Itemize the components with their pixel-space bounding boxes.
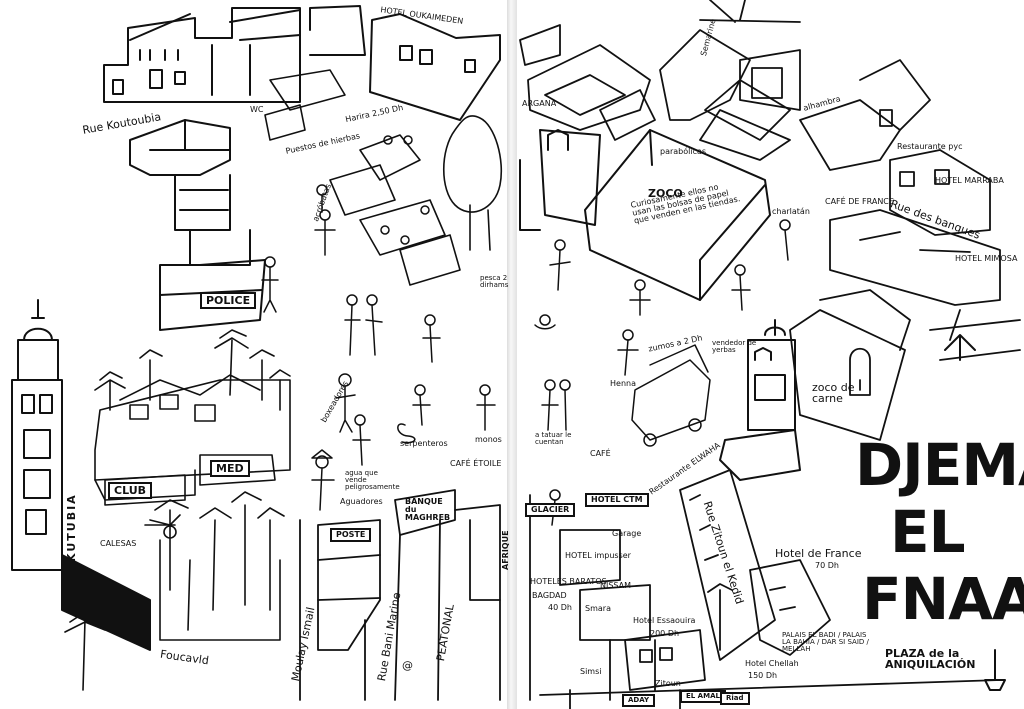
place-pesca: pesca 2 dirhams (480, 274, 509, 289)
police-block-buildings (129, 119, 266, 331)
place-serpenteros: serpenteros (400, 439, 448, 448)
place-vendedor-yerbas: vendedor de yerbas (712, 339, 757, 354)
place-cafe-de-france: CAFÉ DE FRANCE (825, 197, 894, 206)
hotel-chellah-price: 150 Dh (748, 671, 778, 680)
place-police: POLICE (200, 292, 257, 309)
place-monos: monos (475, 435, 502, 444)
place-henna: Henna (610, 379, 636, 388)
place-bagdad-price: 40 Dh (548, 603, 572, 612)
place-restaurante-pyc: Restaurante pyc (897, 142, 963, 151)
place-aguas-note: agua que vende peligrosamente (345, 469, 400, 491)
hoteles-baratos: HOTELES BARATOS (530, 577, 607, 586)
place-club-med-1: CLUB (108, 482, 153, 499)
place-glacier: GLACIER (525, 503, 576, 517)
place-cafe-small: CAFÉ (590, 449, 611, 458)
hotel-marraba: HOTEL MARRABA (935, 176, 1004, 185)
hotel-mimosa: HOTEL MIMOSA (955, 254, 1018, 263)
market-stalls (264, 69, 503, 286)
club-med-gardens (94, 329, 291, 506)
place-tatuaje: a tatuar le cuentan (535, 431, 572, 446)
hotel-de-france: Hotel de France (775, 547, 862, 560)
place-zoco: ZOCO (648, 187, 683, 200)
place-aday: ADAY (622, 694, 656, 707)
place-parabolicas: parabólicas (660, 147, 707, 156)
hotel-ctm: HOTEL CTM (585, 493, 649, 507)
place-simsi: Simsi (580, 667, 602, 676)
bottom-left-streets (299, 489, 501, 701)
right-top-buildings (519, 0, 931, 171)
place-aguadores: Aguadores (340, 497, 383, 506)
street-zitoun-bottom: Zitoun (655, 679, 681, 688)
decor (944, 334, 1006, 691)
map-title-line3: FNAA (862, 565, 1024, 633)
place-cyber-icon: @ (402, 659, 413, 672)
place-charlatan: charlatán (772, 207, 810, 216)
top-left-buildings (103, 5, 501, 121)
hotel-de-france-price: 70 Dh (815, 561, 839, 570)
map-title-line1: DJEMA (855, 431, 1024, 499)
place-afrique: AFRIQUE (501, 530, 510, 570)
place-wc: WC (250, 105, 264, 114)
place-calesas: CALESAS (100, 539, 137, 548)
place-cafe-etoile: CAFÉ ÉTOILE (450, 459, 502, 468)
hotel-nissam: NISSAM (600, 581, 632, 590)
right-bottom-streets (529, 469, 1001, 709)
place-club-med-2: MED (210, 460, 250, 477)
hotel-impusser: HOTEL impusser (565, 551, 631, 560)
map-subtitle: PLAZA de la ANIQUILACIÓN (885, 647, 976, 671)
right-minaret (719, 319, 801, 481)
hotel-essaouira-price: 200 Dh (650, 629, 680, 638)
hotel-essaouira: Hotel Essaouira (633, 616, 696, 625)
zoco-building (519, 129, 771, 301)
place-zoco-carne: zoco de carne (812, 381, 855, 405)
right-mid-buildings (789, 149, 1021, 441)
place-smara: Smara (585, 604, 611, 613)
place-argana: ARGANA (522, 99, 557, 108)
kutubia-minaret (11, 299, 151, 651)
right-people-and-cart (534, 219, 791, 526)
people-doodles (261, 135, 496, 511)
map-title-line2: EL (890, 498, 966, 566)
place-banque: BANQUE du MAGHREB (405, 497, 451, 522)
place-riad: Riad (720, 692, 750, 705)
place-palaces: PALAIS EL BADI / PALAIS LA BAHIA / DAR S… (782, 631, 869, 653)
place-kutubia: KUTUBIA (65, 493, 78, 562)
hotel-bagdad: BAGDAD (532, 591, 567, 600)
lower-left-palms (64, 491, 285, 691)
place-poste: POSTE (330, 528, 372, 542)
hotel-chellah: Hotel Chellah (745, 659, 799, 668)
book-gutter (507, 0, 517, 709)
place-garage: Garage (612, 529, 642, 538)
